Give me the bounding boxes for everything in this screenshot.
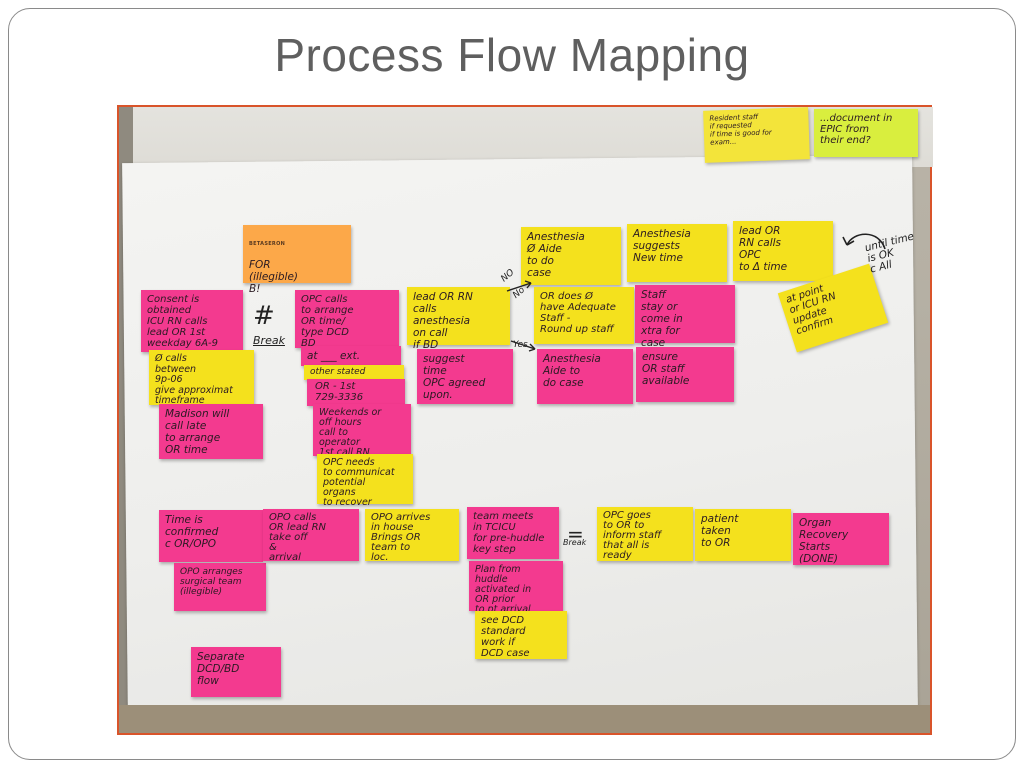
sticky-note-top-lime: ...document in EPIC from their end? [814,109,918,157]
sticky-note-consent: Consent is obtained ICU RN calls lead OR… [141,290,243,352]
sticky-note-opo-calls: OPO calls OR lead RN take off & arrival [263,509,359,563]
sticky-note-other-stated: other stated [304,365,404,380]
sticky-note-suggest-time: suggest time OPC agreed upon. [417,349,513,404]
yes-label: Yes [513,340,528,350]
sticky-note-logo: BETASERON FOR (illegible) B! [243,225,351,295]
sticky-note-opc-calls: OPC calls to arrange OR time/ type DCD B… [295,290,399,349]
arrow-yes-icon [510,340,536,352]
sticky-note-anesthesia-aide: Anesthesia Ø Aide to do case [521,227,621,285]
sticky-note-opc-goes: OPC goes to OR to inform staff that all … [597,507,693,561]
sticky-note-separate-flow: Separate DCD/BD flow [191,647,281,697]
sticky-note-madison: Madison will call late to arrange OR tim… [159,404,263,459]
sticky-note-opc-needs: OPC needs to communicat potential organs… [317,454,413,508]
sticky-note-at-ext: at ___ ext. [301,346,401,366]
break-equals-mark: = [567,522,584,546]
logo-note-text: FOR (illegible) B! [249,259,299,295]
sticky-note-opo-arranges: OPO arranges surgical team (illegible) [174,563,266,611]
sticky-note-weekends: Weekends or off hours call to operator 1… [313,404,411,458]
floor [119,705,930,733]
break-label-1: Break [253,334,285,347]
sticky-note-organ-recovery: Organ Recovery Starts (DONE) [793,513,889,565]
sticky-note-anesthesia-suggests: Anesthesia suggests New time [627,224,727,282]
sticky-note-opo-arrives: OPO arrives in house Brings OR team to l… [365,509,459,563]
sticky-note-calls-between: Ø calls between 9p-06 give approximat ti… [149,350,254,406]
sticky-note-team-meets: team meets in TCICU for pre-huddle key s… [467,507,559,559]
sticky-note-top-yellow: Resident staff if requested if time is g… [703,107,810,163]
sticky-note-patient-taken: patient taken to OR [695,509,791,561]
sticky-note-staff-stay: Staff stay or come in xtra for case [635,285,735,349]
slide-title: Process Flow Mapping [274,29,750,81]
sticky-note-lead-or-rn: lead OR RN calls OPC to Δ time [733,221,833,281]
break-hash-mark: # [253,301,275,331]
sticky-note-plan-from-huddle: Plan from huddle activated in OR prior t… [469,561,563,615]
arrow-no-icon [506,280,532,292]
break-label-2: Break [563,538,587,547]
sticky-note-anesthesia-aide-2: Anesthesia Aide to do case [537,349,633,404]
curved-arrow-icon [842,233,886,250]
sticky-note-see-dcd: see DCD standard work if DCD case [475,611,567,659]
sticky-note-or-1st: OR - 1st 729-3336 [307,379,405,406]
sticky-note-lead-rn: lead OR RN calls anesthesia on call if B… [407,287,510,351]
sticky-note-time-confirmed: Time is confirmed c OR/OPO [159,510,263,562]
sticky-note-or-does: OR does Ø have Adequate Staff - Round up… [534,287,634,344]
betaseron-logo: BETASERON [249,241,286,247]
process-map-photo: Resident staff if requested if time is g… [117,105,933,735]
sticky-note-ensure-staff: ensure OR staff available [636,347,734,402]
